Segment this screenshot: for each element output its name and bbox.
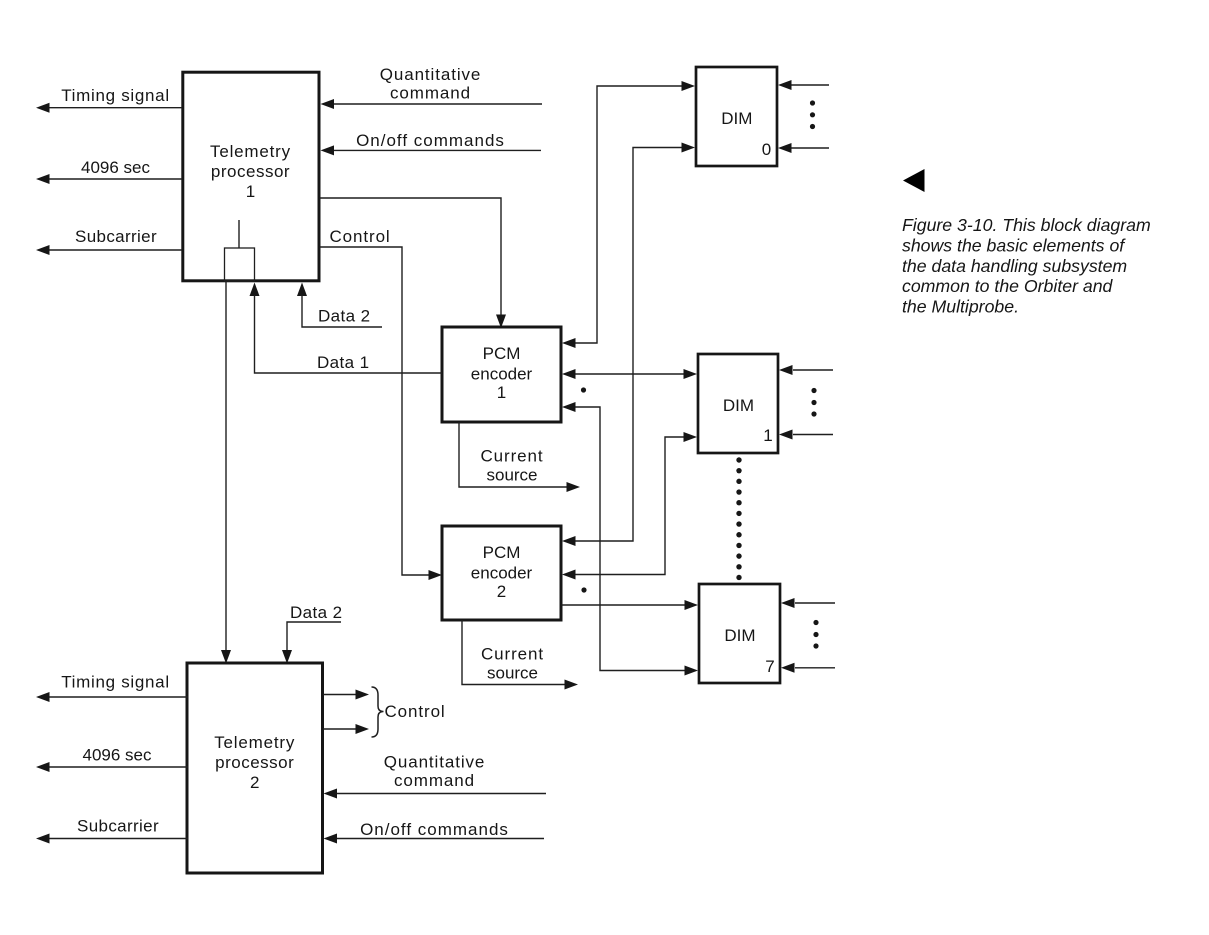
svg-text:1: 1: [497, 383, 506, 402]
svg-text:the Multiprobe.: the Multiprobe.: [902, 296, 1019, 316]
svg-text:Data 2: Data 2: [318, 307, 371, 326]
svg-text:2: 2: [497, 582, 506, 601]
svg-text:4096 sec: 4096 sec: [83, 746, 152, 765]
svg-text:2: 2: [250, 773, 259, 792]
svg-text:shows the basic elements of: shows the basic elements of: [902, 236, 1126, 256]
svg-text:source: source: [487, 664, 538, 683]
svg-text:On/off commands: On/off commands: [356, 131, 505, 150]
svg-text:Subcarrier: Subcarrier: [75, 227, 157, 246]
svg-text:Subcarrier: Subcarrier: [77, 817, 159, 836]
svg-text:Control: Control: [385, 702, 446, 721]
svg-text:7: 7: [765, 657, 774, 676]
svg-text:encoder: encoder: [471, 564, 533, 583]
svg-text:PCM: PCM: [483, 543, 521, 562]
svg-text:Data 2: Data 2: [290, 603, 343, 622]
svg-text:Current: Current: [481, 645, 544, 664]
svg-text:command: command: [394, 771, 475, 790]
svg-text:common to the Orbiter and: common to the Orbiter and: [902, 276, 1114, 296]
svg-text:On/off commands: On/off commands: [360, 820, 509, 839]
svg-text:1: 1: [246, 182, 255, 201]
svg-text:Data 1: Data 1: [317, 353, 370, 372]
svg-text:processor: processor: [211, 162, 290, 181]
svg-text:DIM: DIM: [721, 109, 752, 128]
svg-text:Figure 3-10. This block diagra: Figure 3-10. This block diagram: [902, 215, 1151, 235]
svg-text:command: command: [390, 84, 471, 103]
svg-text:Quantitative: Quantitative: [384, 753, 486, 772]
svg-text:Telemetry: Telemetry: [214, 733, 295, 752]
svg-text:Telemetry: Telemetry: [210, 142, 291, 161]
svg-text:source: source: [486, 466, 537, 485]
svg-text:DIM: DIM: [723, 396, 754, 415]
svg-text:4096 sec: 4096 sec: [81, 158, 150, 177]
svg-text:Current: Current: [481, 447, 544, 466]
svg-text:1: 1: [763, 426, 772, 445]
svg-text:Quantitative: Quantitative: [380, 65, 482, 84]
svg-text:PCM: PCM: [483, 344, 521, 363]
svg-text:encoder: encoder: [471, 365, 533, 384]
svg-text:DIM: DIM: [724, 626, 755, 645]
svg-text:Timing signal: Timing signal: [61, 673, 170, 692]
svg-text:processor: processor: [215, 753, 294, 772]
svg-text:Control: Control: [330, 227, 391, 246]
svg-text:0: 0: [762, 140, 771, 159]
svg-text:Timing signal: Timing signal: [61, 86, 170, 105]
svg-text:the data handling subsystem: the data handling subsystem: [902, 256, 1127, 276]
